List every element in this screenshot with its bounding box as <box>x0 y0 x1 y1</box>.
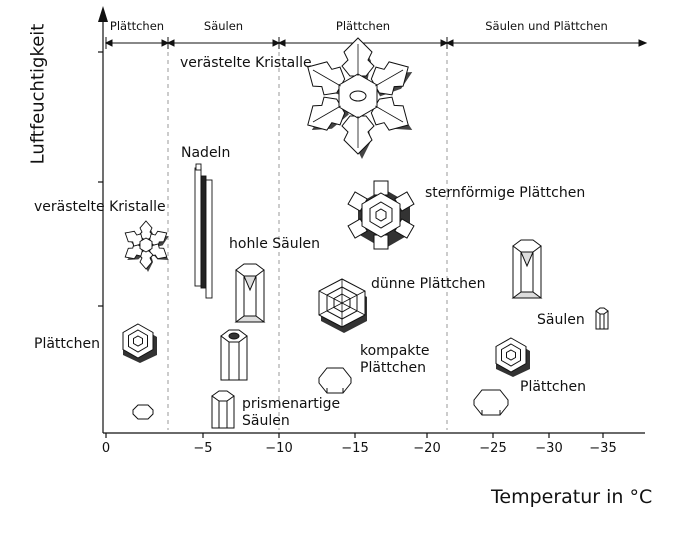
label-thin-plates: dünne Plättchen <box>371 276 486 292</box>
small-column-crystal <box>595 307 609 330</box>
plate-crystal-right <box>495 337 530 377</box>
needle-crystals <box>194 163 213 299</box>
label-compact-plates: kompakte Plättchen <box>360 343 430 376</box>
x-tick-label: −35 <box>589 441 617 456</box>
label-hollow-columns: hohle Säulen <box>229 236 320 252</box>
x-tick-label: 0 <box>101 441 111 456</box>
axes <box>98 6 645 438</box>
x-tick-label: −10 <box>265 441 293 456</box>
y-axis-arrow <box>98 6 108 22</box>
label-dendrite-top: verästelte Kristalle <box>180 55 312 71</box>
x-tick-label: −15 <box>341 441 369 456</box>
zone-label-plates-1: Plättchen <box>109 19 165 33</box>
y-axis-title: Luftfeuchtigkeit <box>27 23 49 165</box>
zone-label-plates-2: Plättchen <box>335 19 391 33</box>
label-needles: Nadeln <box>181 145 231 161</box>
dendrite-crystal-large <box>307 37 413 159</box>
tiny-plate-crystal <box>132 404 154 420</box>
x-tick-label: −5 <box>193 441 213 456</box>
x-tick-label: −25 <box>479 441 507 456</box>
zone-label-columns-plates: Säulen und Plättchen <box>485 19 608 33</box>
star-plate-crystal <box>347 180 415 250</box>
x-tick-label: −20 <box>413 441 441 456</box>
label-dendrite-left: verästelte Kristalle <box>34 199 166 215</box>
label-star-plates: sternförmige Plättchen <box>425 185 586 201</box>
zone-label-columns: Säulen <box>203 19 244 33</box>
label-columns-right: Säulen <box>537 312 585 328</box>
column-crystal <box>220 329 248 381</box>
hollow-column-crystal-right <box>511 239 543 299</box>
prism-column-crystal <box>211 390 235 429</box>
plate-crystal-left <box>122 323 157 363</box>
label-plates-left: Plättchen <box>34 336 100 352</box>
hollow-column-crystal <box>234 263 266 323</box>
label-plates-right: Plättchen <box>520 379 586 395</box>
label-prism-columns: prismenartige Säulen <box>242 396 341 429</box>
zone-arrows <box>104 37 648 49</box>
thin-plate-crystal <box>318 278 367 333</box>
compact-plate-crystal <box>318 367 352 394</box>
dendrite-crystal-small <box>124 220 169 272</box>
x-tick-label: −30 <box>535 441 563 456</box>
plate-crystal-bottom-right <box>473 389 509 416</box>
x-axis-title: Temperatur in °C <box>491 486 653 508</box>
